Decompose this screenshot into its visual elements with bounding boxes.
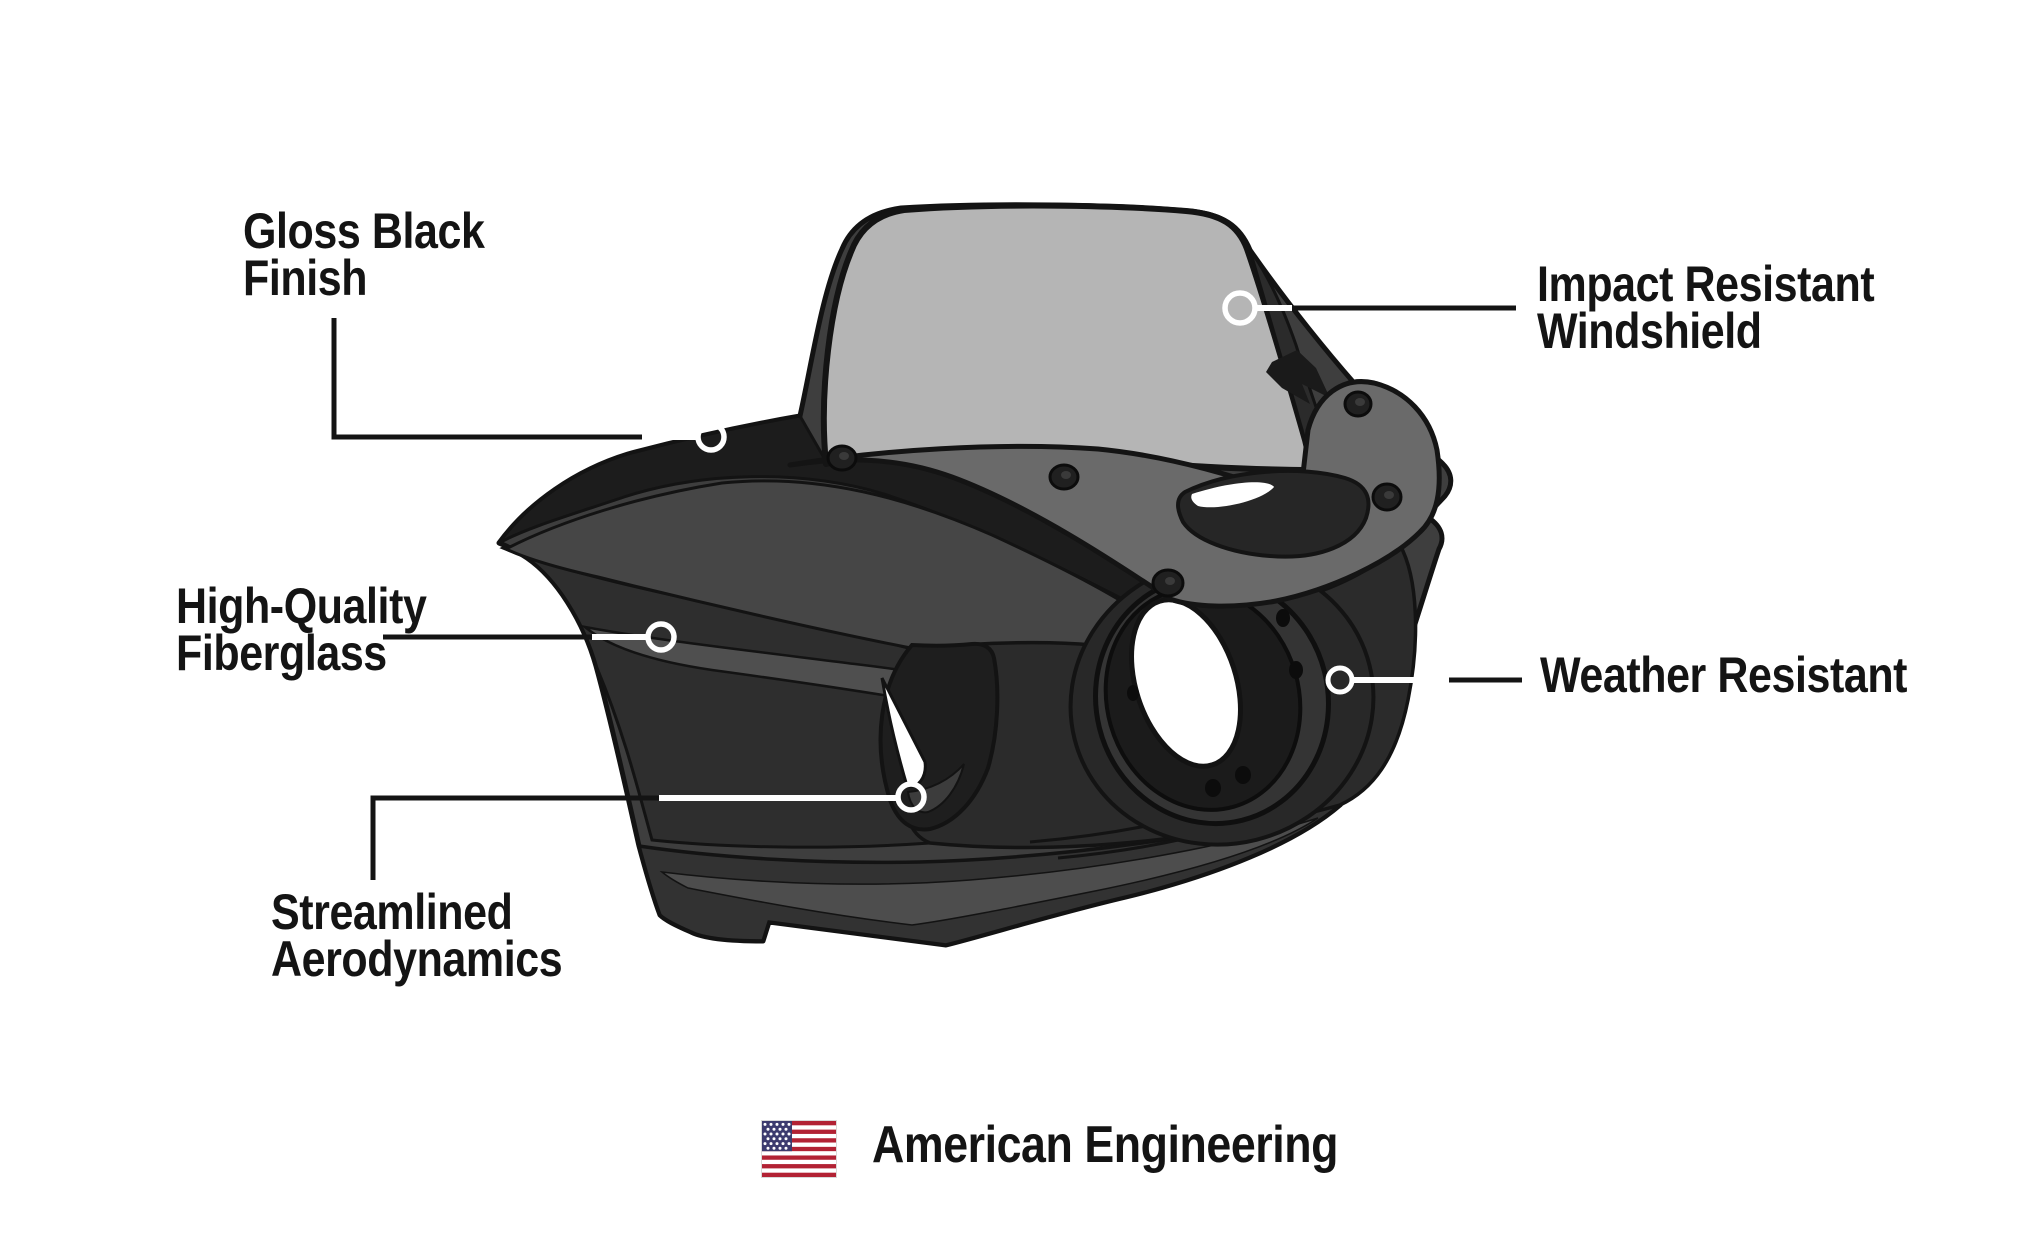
screw: [1343, 390, 1373, 418]
leader-high-quality-fiberglass: [383, 621, 677, 653]
mounting-screws: [826, 390, 1403, 598]
callout-label-gloss-black-finish: Gloss Black Finish: [243, 203, 485, 306]
callout-marker-windshield: [1222, 290, 1258, 326]
callout-label-impact-resistant-windshield: Impact Resistant Windshield: [1537, 256, 1875, 359]
leader-streamlined-aerodynamics: [370, 781, 927, 880]
hand-slot-highlight: [1191, 482, 1274, 508]
screw: [826, 444, 858, 472]
bracket-detail: [1266, 350, 1330, 404]
callout-label-high-quality-fiberglass: High-Quality Fiberglass: [176, 578, 427, 681]
footer: American Engineering: [762, 1117, 1338, 1177]
windshield: [820, 202, 1343, 473]
callout-marker-fiberglass: [645, 621, 677, 653]
callout-line: Windshield: [1537, 303, 1762, 359]
leader-gloss-black-finish: [331, 318, 727, 453]
callout-line: Weather Resistant: [1540, 647, 1908, 703]
callout-line: High-Quality: [176, 578, 427, 634]
leader-impact-resistant-windshield: [1222, 290, 1516, 326]
callout-leaders: [331, 290, 1522, 880]
callout-line: Aerodynamics: [271, 931, 563, 987]
callout-line: Streamlined: [271, 884, 513, 940]
callout-marker-aerodynamics: [895, 781, 927, 813]
headlight-hole: [1129, 597, 1243, 769]
windshield-glass: [820, 202, 1315, 473]
callout-marker-weather: [1325, 665, 1355, 695]
screw: [1048, 463, 1080, 491]
callout-line: Finish: [243, 250, 368, 306]
windshield-mounting-plate: [787, 379, 1442, 609]
callout-line: Gloss Black: [243, 203, 485, 259]
chin-highlight-sweep: [659, 817, 1319, 926]
callout-label-weather-resistant: Weather Resistant: [1540, 647, 1908, 703]
screw: [1151, 568, 1185, 598]
us-flag-icon: [762, 1121, 836, 1177]
callout-line: Impact Resistant: [1537, 256, 1875, 312]
callout-marker-gloss-black: [695, 421, 727, 453]
callout-line: Fiberglass: [176, 625, 387, 681]
screw: [1371, 482, 1403, 512]
callout-label-streamlined-aerodynamics: Streamlined Aerodynamics: [271, 884, 563, 987]
leader-weather-resistant: [1325, 665, 1522, 695]
footer-label: American Engineering: [872, 1116, 1339, 1174]
